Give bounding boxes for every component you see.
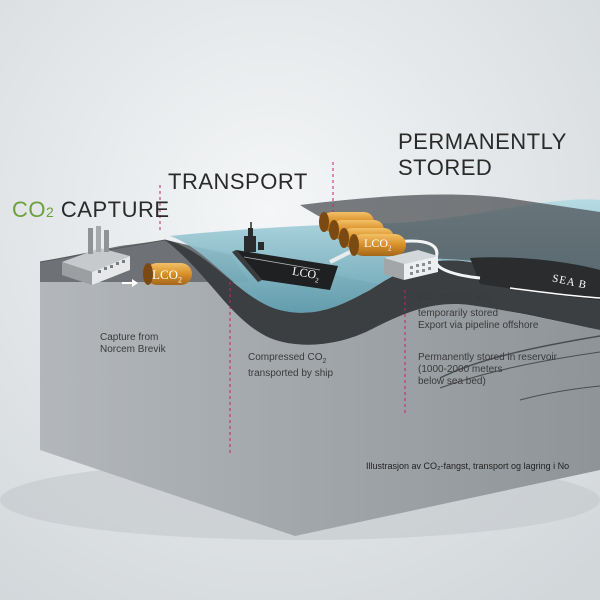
header-transport: TRANSPORT [168,169,308,194]
co2-prefix: CO [12,197,46,222]
terminal-building-icon [384,250,438,280]
transport-description: Compressed CO2 transported by ship [248,352,334,379]
capture-description: Capture from Norcem Brevik [100,332,166,355]
capture-word: CAPTURE [60,197,170,222]
storage-tanks [319,212,406,256]
factory-icon [62,226,130,285]
lco2-pipe-capture [143,263,192,285]
reservoir-description: Permanently stored in reservoir (1000-20… [418,352,557,387]
reservoir-line [439,351,600,389]
header-permanently: PERMANENTLY [398,129,567,154]
lco2-label-storage: LCO2 [364,236,392,253]
header-stored: STORED [398,155,493,180]
figure-caption: Illustrasjon av CO₂-fangst, transport og… [366,461,570,471]
co2-subscript: 2 [46,204,55,220]
block-front-face [40,240,600,536]
lco2-label-capture: LCO2 [152,267,182,285]
seabed-right-dark [470,257,600,300]
ship-icon [232,222,338,290]
terminal-description: CO2 recived and temporarily stored Expor… [418,292,539,331]
seabed-line-white [509,287,600,299]
arrow-icon [122,279,138,287]
header-co2-capture: CO2 CAPTURE [12,198,170,224]
reservoir-line [519,385,600,401]
reservoir-line [439,335,600,379]
